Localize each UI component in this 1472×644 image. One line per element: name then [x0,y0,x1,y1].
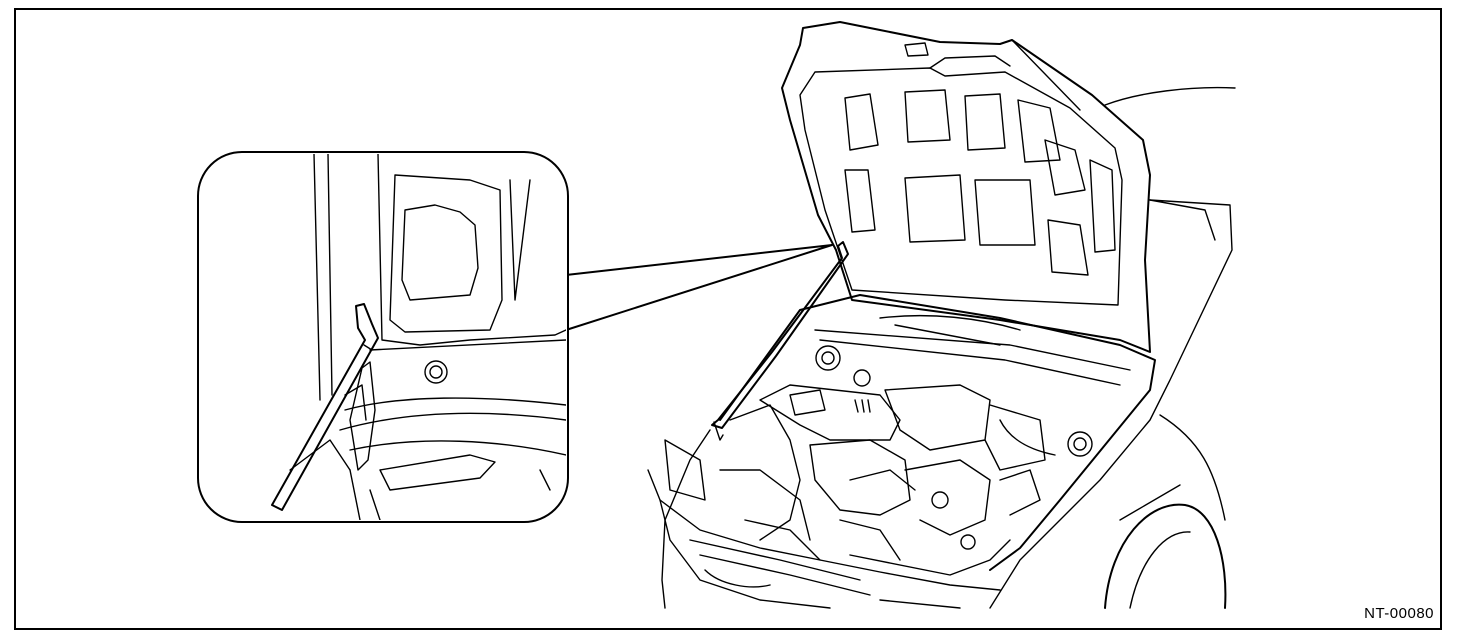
hood-stiffener-hole [974,179,1036,246]
stay-holder-clip [349,361,376,471]
engine-bay-rim [719,294,1156,571]
inset-stiffener-hole [401,204,479,301]
hood-inner-panel [799,67,1123,306]
right-fender [989,199,1233,609]
hood-stiffener-hole [964,93,1006,151]
hood-stiffener-hole [904,89,951,143]
engine-components [719,345,1093,561]
grille [689,539,861,581]
windshield-line [1104,86,1236,106]
figure-reference-code: NT-00080 [1364,605,1434,622]
hood-outer-edge [781,21,1151,353]
callout-leader [565,244,833,331]
inset-hood-stay-rod [271,303,379,511]
car-illustration [647,21,1236,609]
hood-stiffener-hole [844,169,876,233]
front-bumper [647,469,1001,591]
headlamp [664,439,706,501]
detail-inset [197,151,569,523]
hood-stiffener-hole [1089,159,1116,253]
hood-stay-rod [711,241,849,429]
hood-stiffener-hole [904,174,966,243]
inset-frame [197,151,569,523]
hood-stiffener-hole [844,93,879,151]
hood-stiffener-hole [1044,139,1086,196]
front-wheel-arch [1104,503,1227,609]
cowl-panel [814,329,1131,371]
hood-stiffener-hole [1017,99,1061,163]
figure-frame [14,8,1442,630]
